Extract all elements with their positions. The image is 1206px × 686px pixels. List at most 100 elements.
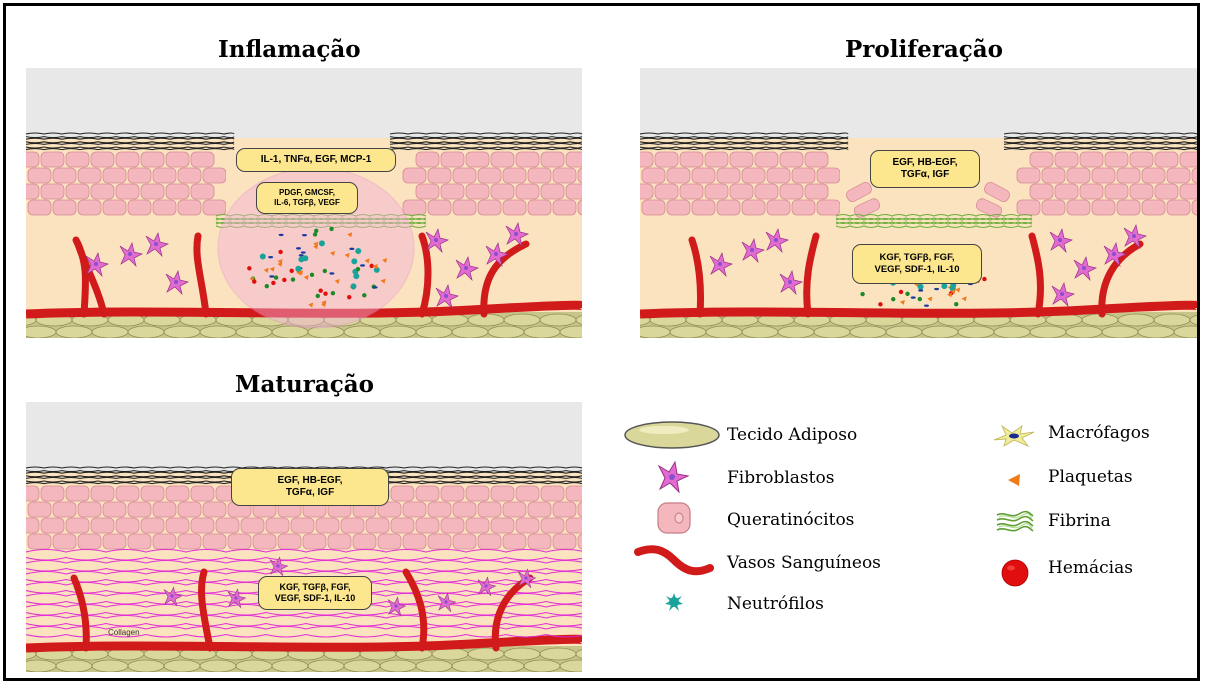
keratinocyte-cell — [191, 184, 214, 199]
macrophage — [349, 248, 354, 250]
blood-cell — [954, 302, 958, 306]
keratinocyte-cell — [780, 184, 803, 199]
neutrophil — [355, 248, 361, 254]
keratinocyte-cell — [41, 518, 64, 533]
keratinocyte-cell — [78, 502, 101, 517]
sky — [26, 68, 582, 138]
macrophage-icon — [992, 422, 1036, 448]
keratinocyte-cell — [1080, 152, 1103, 167]
keratinocyte-cell — [1042, 200, 1065, 215]
keratinocyte-cell — [391, 486, 414, 501]
keratinocyte-cell — [153, 200, 176, 215]
keratinocyte-cell — [516, 184, 539, 199]
collagen-label: Collagen — [108, 628, 140, 637]
adipocyte — [640, 326, 670, 338]
keratinocyte-cell — [717, 168, 740, 183]
keratinocyte-cell — [203, 534, 226, 549]
neutrophil — [260, 254, 266, 260]
keratinocyte-cell — [553, 534, 576, 549]
macrophage — [296, 247, 301, 249]
keratinocyte-cell — [566, 184, 582, 199]
keratinocyte-cell — [1155, 184, 1178, 199]
keratinocyte-cell — [128, 502, 151, 517]
keratinocyte-cell — [216, 518, 239, 533]
keratinocyte-cell — [516, 152, 539, 167]
keratinocyte-cell — [553, 200, 576, 215]
keratinocyte-cell — [116, 518, 139, 533]
adipocyte — [236, 660, 272, 672]
keratinocyte-cell — [453, 502, 476, 517]
blood-cell — [274, 275, 278, 279]
keratinocyte-cell — [66, 152, 89, 167]
keratinocyte-cell — [541, 486, 564, 501]
keratinocyte-cell — [403, 534, 426, 549]
keratinocyte-cell — [528, 534, 551, 549]
keratinocyte-cell — [1117, 168, 1140, 183]
keratinocyte-cell — [640, 152, 653, 167]
keratinocyte-cell — [478, 200, 501, 215]
keratinocyte-cell — [291, 518, 314, 533]
keratinocyte-cell — [516, 486, 539, 501]
inflammation-cytokine-box-inner: PDGF, GMCSF, IL-6, TGFβ, VEGF — [256, 182, 358, 214]
keratinocyte-cell — [1180, 184, 1197, 199]
keratinocyte-cell — [166, 518, 189, 533]
keratinocyte-cell — [453, 168, 476, 183]
keratinocyte-cell — [466, 518, 489, 533]
keratinocyte-cell — [166, 184, 189, 199]
neutrophil — [353, 273, 359, 279]
legend-label-platelets: Plaquetas — [1048, 467, 1133, 487]
blood-cell — [282, 278, 286, 282]
keratinocyte-cell — [78, 168, 101, 183]
keratinocyte-cell — [66, 486, 89, 501]
adipocyte — [128, 660, 164, 672]
keratinocyte-cell — [742, 200, 765, 215]
adipocyte — [308, 660, 344, 672]
keratinocyte-cell — [416, 486, 439, 501]
adipocyte — [886, 326, 922, 338]
adipocyte — [524, 660, 560, 672]
adipocyte — [994, 326, 1030, 338]
red-blood-cell-icon — [1000, 558, 1030, 588]
keratinocyte-cell — [642, 200, 665, 215]
macrophage — [279, 234, 284, 236]
keratinocyte-cell — [466, 152, 489, 167]
legend-label-red-cells: Hemácias — [1048, 558, 1133, 578]
keratinocyte-cell — [278, 534, 301, 549]
adipocyte — [742, 326, 778, 338]
keratinocyte-cell — [541, 152, 564, 167]
keratinocyte-cell — [792, 200, 815, 215]
title-inflammation: Inflamação — [218, 36, 361, 63]
keratinocyte-cell — [91, 518, 114, 533]
keratinocyte-cell — [453, 200, 476, 215]
keratinocyte-cell — [1055, 184, 1078, 199]
keratinocyte-cell — [578, 534, 582, 549]
legend-label-adipose: Tecido Adiposo — [727, 425, 857, 445]
keratinocyte-cell — [103, 502, 126, 517]
keratinocyte-cell — [667, 200, 690, 215]
keratinocyte-cell — [1167, 168, 1190, 183]
macrophage — [360, 264, 365, 266]
blood-cell — [319, 288, 323, 292]
keratinocyte-cell — [128, 200, 151, 215]
keratinocyte-cell — [166, 486, 189, 501]
macrophage — [934, 288, 939, 290]
blood-cell — [316, 294, 320, 298]
inflammation-cytokine-box-top: IL-1, TNFα, EGF, MCP-1 — [236, 148, 396, 172]
keratinocyte-cell — [1017, 168, 1040, 183]
keratinocyte-cell — [680, 184, 703, 199]
adipocyte — [778, 326, 814, 338]
keratinocyte-cell — [503, 502, 526, 517]
adipocyte — [488, 660, 524, 672]
keratinocyte-cell — [528, 168, 551, 183]
keratinocyte-cell — [253, 534, 276, 549]
keratinocyte-cell — [503, 200, 526, 215]
adipocyte — [200, 326, 236, 338]
keratinocyte-cell — [28, 502, 51, 517]
keratinocyte-cell — [1130, 152, 1153, 167]
blood-cell — [290, 269, 294, 273]
keratinocyte-cell — [1067, 168, 1090, 183]
adipocyte — [706, 326, 742, 338]
adipocyte — [380, 660, 416, 672]
keratinocyte-cell — [503, 168, 526, 183]
legend-label-keratinocytes: Queratinócitos — [727, 510, 854, 530]
